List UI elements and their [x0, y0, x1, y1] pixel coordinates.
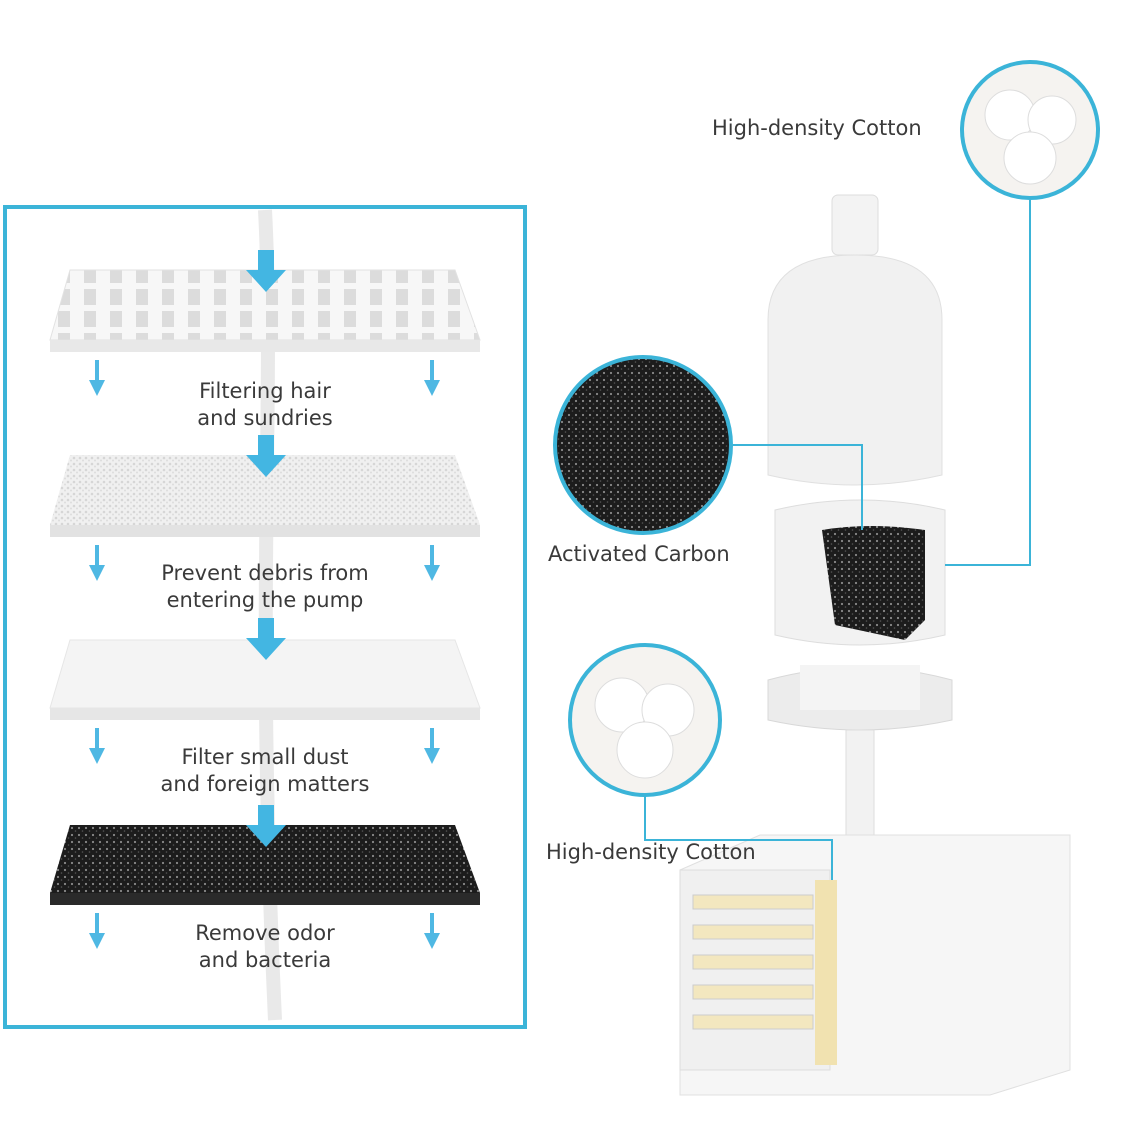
caption-line: Filter small dust — [181, 745, 349, 769]
layer-carbon — [50, 825, 480, 905]
filter-cartridge — [679, 194, 1071, 1096]
label-top-cotton: High-density Cotton — [712, 116, 922, 140]
callout-lines — [644, 200, 1031, 880]
layer-sponge — [50, 455, 480, 537]
caption-layer-1: Filtering hair and sundries — [115, 378, 415, 432]
caption-line: and foreign matters — [160, 772, 370, 796]
caption-layer-4: Remove odor and bacteria — [115, 920, 415, 974]
caption-line: Filtering hair — [199, 379, 331, 403]
caption-line: Remove odor — [195, 921, 335, 945]
layer-mesh-plate — [49, 269, 481, 352]
filter-layers-frame — [3, 205, 527, 1029]
caption-layer-3: Filter small dust and foreign matters — [115, 744, 415, 798]
cotton-bottom-circle — [568, 643, 722, 797]
flow-arrow-icons — [246, 250, 286, 847]
label-bottom-cotton: High-density Cotton — [546, 840, 756, 864]
cotton-top-circle — [960, 60, 1100, 200]
layer-fine-filter — [49, 639, 481, 720]
label-activated-carbon: Activated Carbon — [548, 542, 730, 566]
caption-layer-2: Prevent debris from entering the pump — [115, 560, 415, 614]
caption-line: Prevent debris from — [161, 561, 369, 585]
small-arrow-icons — [89, 360, 440, 949]
carbon-circle — [553, 355, 733, 535]
caption-line: and bacteria — [198, 948, 332, 972]
caption-line: entering the pump — [166, 588, 364, 612]
caption-line: and sundries — [197, 406, 333, 430]
